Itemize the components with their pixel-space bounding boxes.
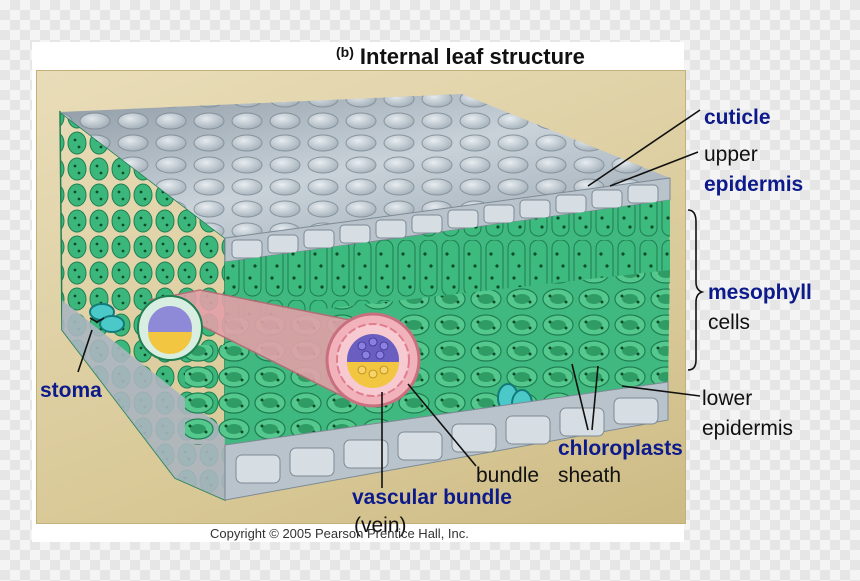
label-upper: upper	[704, 143, 758, 167]
label-cuticle: cuticle	[704, 106, 771, 130]
label-lower: lower	[702, 387, 752, 411]
copyright-notice: Copyright © 2005 Pearson Prentice Hall, …	[210, 526, 469, 541]
label-bundle: bundle	[476, 464, 539, 488]
label-cells: cells	[708, 311, 750, 335]
label-stoma: stoma	[40, 379, 102, 403]
label-sheath: sheath	[558, 464, 621, 488]
vascular-bundle-front	[327, 314, 419, 406]
label-lower-epidermis: epidermis	[702, 417, 793, 441]
label-upper-epidermis: epidermis	[704, 173, 803, 197]
vascular-bundle-back	[138, 296, 202, 360]
label-chloroplasts: chloroplasts	[558, 437, 683, 461]
label-mesophyll: mesophyll	[708, 281, 812, 305]
label-vascular-bundle: vascular bundle	[352, 486, 512, 510]
mesophyll-bracket	[688, 210, 702, 370]
